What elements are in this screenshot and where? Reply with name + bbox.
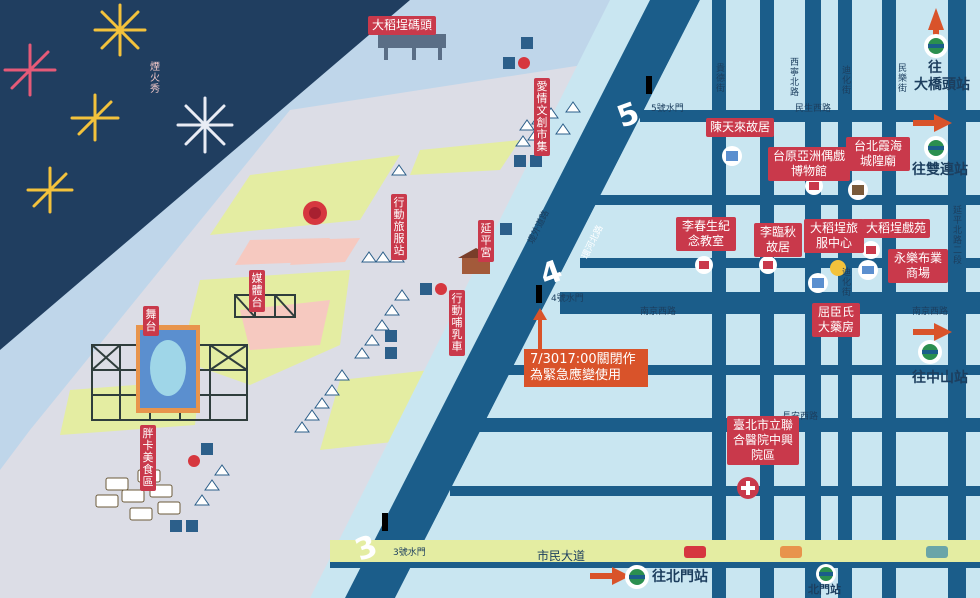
visitor-center-label: 大稻埕旅服中心 [804, 219, 864, 253]
beimen-go-label: 往北門站 [652, 569, 708, 585]
building-icons [695, 146, 880, 293]
love-market-label: 愛情文創市集 [534, 78, 550, 156]
puppet-museum-label: 台原亞洲偶戲博物館 [768, 147, 850, 181]
zhongshan-station-label: 往中山站 [912, 370, 968, 386]
changan-road-label: 長安西路 [782, 412, 819, 422]
pharmacy-label: 屈臣氏大藥房 [812, 303, 860, 337]
daqiaotou-station-label: 大橋頭站 [914, 77, 970, 93]
civic-boulevard [330, 540, 980, 562]
nursing-car-label: 行動哺乳車 [449, 290, 465, 356]
guide-street-label: 貴德街 [716, 64, 726, 94]
minsheng-road-label: 民生西路 [795, 104, 832, 114]
nanjing-road-label-west: 南京西路 [640, 307, 677, 317]
metro-logos [625, 34, 948, 589]
rose-icon [303, 201, 327, 225]
food-area-label: 胖卡美食區 [140, 425, 156, 491]
pier-icon [378, 34, 446, 60]
shuanglian-station-label: 往雙連站 [912, 162, 968, 178]
service-icons [170, 37, 759, 532]
notice-arrow [533, 308, 547, 350]
expressway [345, 0, 700, 598]
gate5-label: 5號水門 [651, 104, 684, 114]
station-arrows [590, 8, 952, 585]
hospital-label: 臺北市立聯合醫院中興院區 [727, 416, 799, 465]
minle-street-label: 民樂街 [898, 64, 908, 94]
yanping-road-label: 延平北路二段 [953, 206, 963, 266]
pier-label: 大稻埕碼頭 [368, 16, 437, 35]
gate3-label: 3號水門 [393, 548, 426, 558]
gate4-label: 4號水門 [551, 294, 584, 304]
xiahai-temple-label: 台北霞海城隍廟 [846, 137, 910, 171]
li-linqiu-label: 李臨秋故居 [754, 223, 802, 257]
li-chunsheng-label: 李春生紀念教室 [676, 217, 736, 251]
mobile-service-label: 行動旅服站 [391, 194, 407, 260]
fireworks-icon [3, 3, 234, 214]
temple-label: 延平宮 [478, 220, 494, 262]
civic-boulevard-label: 市民大道 [537, 549, 586, 563]
daqiaotou-prefix: 往 [928, 60, 942, 76]
nanjing-road-label-east: 南京西路 [912, 307, 949, 317]
fireworks-label: 煙火秀 [150, 62, 160, 95]
gate-closure-notice: 7/3017:00關閉作為緊急應變使用 [524, 349, 648, 387]
chen-residence-label: 陳天來故居 [706, 118, 775, 137]
cars [684, 546, 948, 558]
media-stage-label: 媒體台 [249, 270, 265, 312]
dihua-street-label: 迪化街 [842, 66, 852, 96]
stage-label: 舞台 [143, 306, 159, 336]
beimen-station-label: 北門站 [808, 583, 841, 596]
theater-label: 大稻埕戲苑 [862, 219, 931, 238]
yongle-market-label: 永樂布業商場 [888, 249, 948, 283]
xining-road-label: 西寧北路 [790, 58, 800, 98]
dihua-street-label-2: 迪化街 [842, 268, 852, 298]
gate-markers [382, 76, 652, 531]
